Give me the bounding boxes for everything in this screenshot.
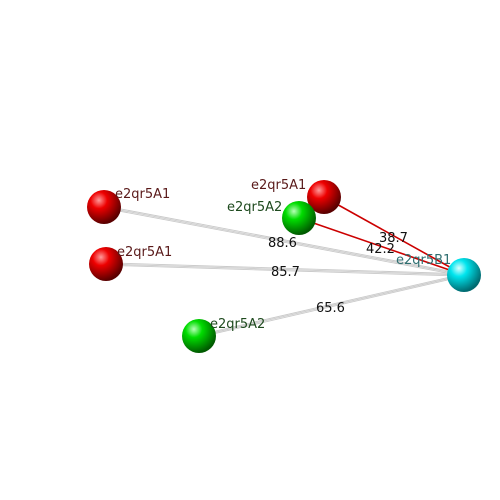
- atom-label: e2qr5A2: [227, 200, 282, 215]
- atom-sphere-b2[interactable]: [182, 319, 216, 353]
- bond-strand: [105, 263, 465, 276]
- bond-strand: [198, 273, 465, 336]
- distance-label: 88.6: [268, 236, 297, 251]
- bond-e2: [298, 217, 465, 276]
- atom-sphere-a3[interactable]: [307, 180, 341, 214]
- distance-label: 85.7: [271, 265, 300, 280]
- atom-sphere-a2[interactable]: [89, 247, 123, 281]
- atom-sphere-b1[interactable]: [282, 201, 316, 235]
- atom-label: e2qr5A1: [117, 245, 172, 260]
- distance-label: 38.7: [379, 231, 408, 246]
- distance-label: 42.2: [366, 242, 395, 257]
- bond-e4: [105, 262, 465, 277]
- bond-line: [298, 217, 465, 276]
- distance-label: 65.6: [316, 301, 345, 316]
- bond-strand: [105, 264, 465, 277]
- atom-label: e2qr5B1: [396, 253, 451, 268]
- bond-strand: [103, 207, 465, 277]
- bond-e3: [103, 205, 465, 277]
- atom-label: e2qr5A1: [115, 187, 170, 202]
- atom-sphere-c1[interactable]: [447, 258, 481, 292]
- bond-strand: [198, 275, 465, 338]
- bond-e5: [198, 273, 465, 338]
- bond-e1: [323, 196, 465, 276]
- bond-strand: [105, 262, 465, 275]
- bond-strand: [198, 274, 465, 337]
- bond-strand: [103, 205, 465, 275]
- bond-strand: [103, 206, 465, 276]
- bond-line: [323, 196, 465, 276]
- atom-label: e2qr5A2: [210, 317, 265, 332]
- atom-label: e2qr5A1: [251, 178, 306, 193]
- atom-sphere-a1[interactable]: [87, 190, 121, 224]
